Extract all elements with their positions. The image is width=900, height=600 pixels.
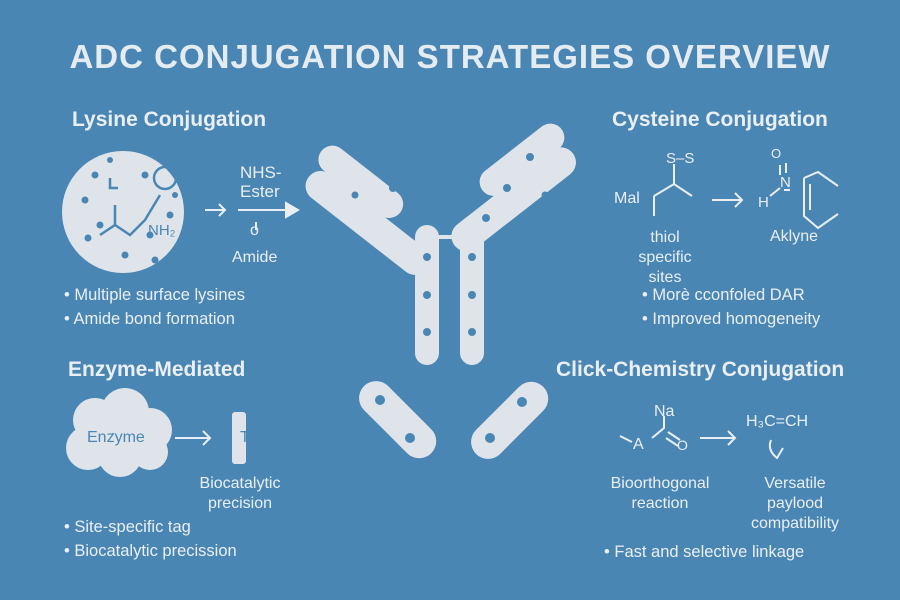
o-label: o <box>250 222 259 239</box>
cysteine-bullets: • Morè cconfoled DAR • Improved homogene… <box>642 283 820 331</box>
amide-label: Amide <box>232 249 278 266</box>
h-label: H <box>758 194 769 211</box>
bullet: • Biocatalytic precission <box>64 542 237 560</box>
nh2-label: NH₂ <box>148 222 176 239</box>
bullet: • Multiple surface lysines <box>64 286 245 304</box>
arrow-icon <box>712 192 744 208</box>
alkyne-caption: Aklyne <box>770 228 819 245</box>
arrow-icon <box>700 430 737 446</box>
enzyme-heading: Enzyme-Mediated <box>68 358 246 381</box>
antibody-fragment-left <box>359 381 437 459</box>
ss-label: S–S <box>666 150 695 167</box>
cysteine-heading: Cysteine Conjugation <box>612 108 828 131</box>
antibody-light-arm-left <box>318 145 404 218</box>
antibody-fragment-right <box>471 381 549 459</box>
antibody-light-arm-right <box>479 123 565 196</box>
antibody-icon <box>305 123 576 459</box>
tag-icon <box>232 412 246 464</box>
o-label: O <box>771 146 782 161</box>
arrows <box>175 192 744 446</box>
arrow-icon <box>205 203 227 217</box>
mal-label: Mal <box>614 190 640 207</box>
molecule-drawings <box>255 163 839 460</box>
antibody-hinge <box>435 235 465 239</box>
ester-label: Ester <box>240 182 280 201</box>
click-heading: Click-Chemistry Conjugation <box>556 358 845 381</box>
bullet: • Amide bond formation <box>64 310 235 328</box>
enzyme-label: Enzyme <box>87 429 145 446</box>
antibody-heavy-arm-right <box>451 147 576 252</box>
bullet: • Fast and selective linkage <box>604 543 805 561</box>
lysine-heading: Lysine Conjugation <box>72 108 267 131</box>
page-title: ADC CONJUGATION STRATEGIES OVERVIEW <box>69 38 831 75</box>
arrow-icon <box>285 201 300 219</box>
lysine-protein-icon <box>62 151 184 273</box>
bullet: • Morè cconfoled DAR <box>642 286 805 304</box>
n-label: N <box>780 174 791 191</box>
nhs-label: NHS- <box>240 163 282 182</box>
alkene-label: H₃C=CH <box>746 413 809 430</box>
na-label: Na <box>654 403 675 420</box>
tag-label: Tag <box>240 429 266 446</box>
enzyme-icon <box>66 388 172 477</box>
click-bullets: • Fast and selective linkage <box>604 540 804 564</box>
lysine-bullets: • Multiple surface lysines • Amide bond … <box>64 283 245 331</box>
antibody-dots <box>351 153 549 443</box>
o-label: O <box>677 437 688 453</box>
bullet: • Site-specific tag <box>64 518 191 536</box>
arrow-icon <box>175 430 212 446</box>
a-label: A <box>633 436 644 453</box>
bullet: • Improved homogeneity <box>642 310 821 328</box>
antibody-heavy-arm-left <box>305 171 431 275</box>
enzyme-bullets: • Site-specific tag • Biocatalytic preci… <box>64 515 237 563</box>
